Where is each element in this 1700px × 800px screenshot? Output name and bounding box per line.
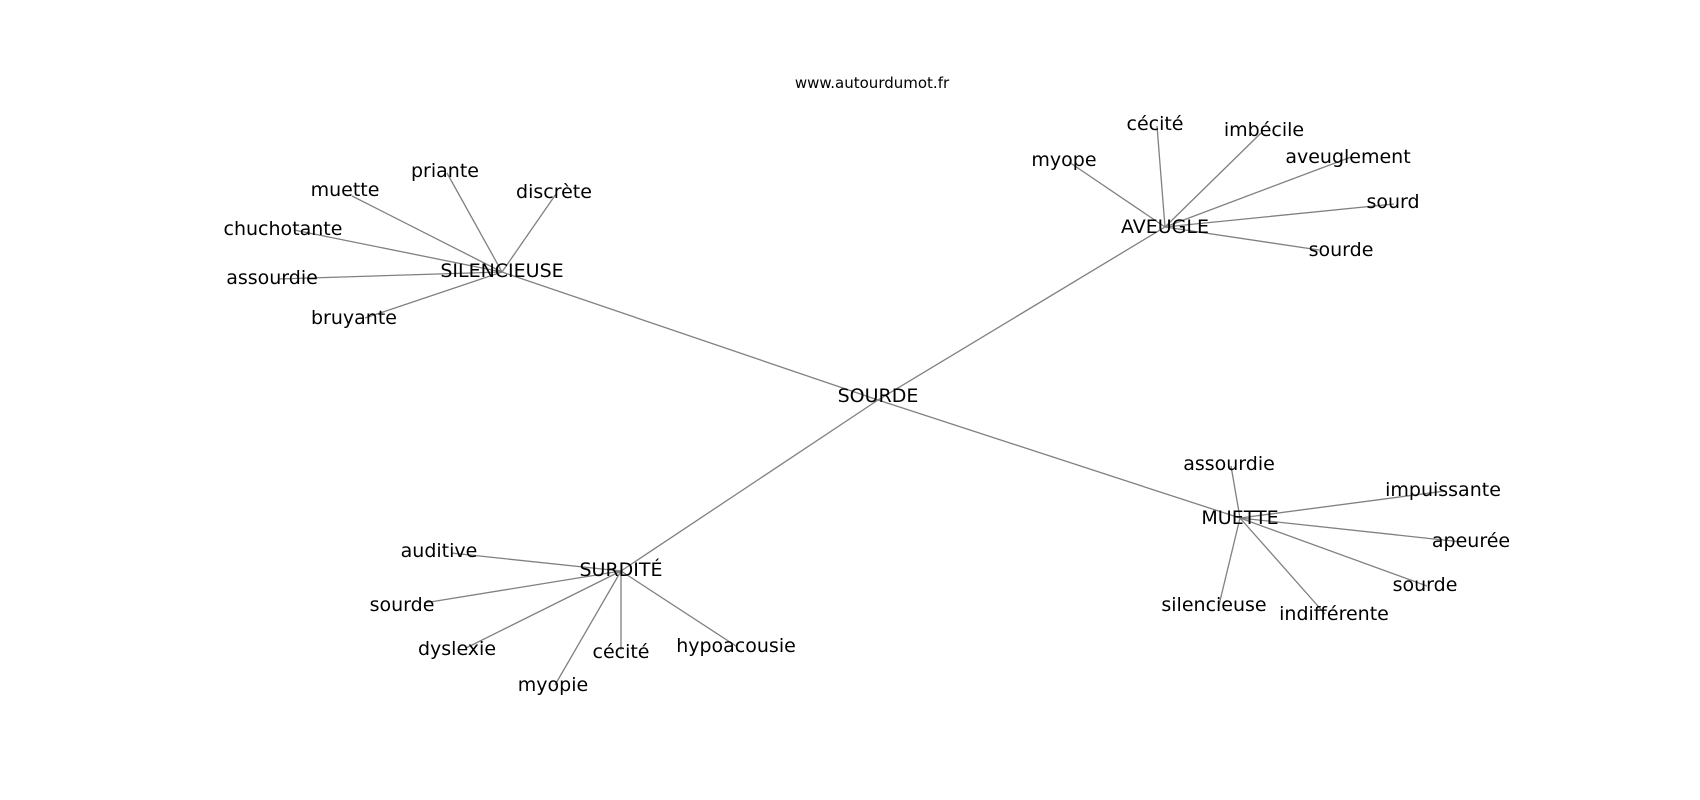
edge-0-leaf-2 — [501, 193, 557, 273]
leaf-node-label: muette — [311, 179, 380, 201]
edge-2-leaf-3 — [554, 570, 622, 686]
edge-2-leaf-5 — [620, 570, 737, 647]
center-node-label: SOURDE — [838, 385, 919, 407]
edge-2-leaf-1 — [423, 570, 622, 604]
edge-3-leaf-1 — [1239, 490, 1446, 519]
leaf-node-label: assourdie — [1183, 453, 1275, 475]
edge-center-to-aveugle — [877, 226, 1166, 401]
leaf-node-label: sourde — [370, 594, 435, 616]
cluster-node-label: SURDITÉ — [579, 558, 662, 581]
leaf-node-label: cécité — [1127, 113, 1184, 135]
leaf-node-label: assourdie — [226, 267, 318, 289]
edge-3-leaf-4 — [1239, 517, 1326, 615]
edge-center-to-surdité — [620, 399, 879, 572]
edge-0-leaf-5 — [364, 271, 503, 319]
edge-center-to-muette — [877, 399, 1241, 519]
edge-2-leaf-0 — [450, 552, 622, 572]
leaf-node-label: chuchotante — [224, 218, 343, 240]
edge-2-leaf-2 — [465, 570, 622, 649]
leaf-node-label: hypoacousie — [676, 635, 796, 657]
edge-1-leaf-2 — [1164, 132, 1262, 228]
edge-1-leaf-0 — [1068, 161, 1166, 228]
labels-layer: www.autourdumot.fr SOURDE SILENCIEUSE muet… — [224, 74, 1511, 696]
leaf-node-label: priante — [411, 160, 479, 182]
edges-layer — [277, 125, 1463, 686]
edge-0-leaf-1 — [446, 172, 503, 273]
cluster-node-label: MUETTE — [1201, 507, 1278, 529]
edge-3-leaf-2 — [1239, 517, 1463, 543]
edge-1-leaf-5 — [1164, 226, 1320, 251]
edge-3-leaf-0 — [1230, 465, 1241, 519]
edge-center-to-silencieuse — [501, 271, 879, 401]
edge-1-leaf-1 — [1156, 125, 1166, 228]
leaf-node-label: myope — [1031, 149, 1096, 171]
leaf-node-label: sourde — [1393, 574, 1458, 596]
source-watermark: www.autourdumot.fr — [795, 74, 950, 92]
leaf-node-label: impuissante — [1385, 479, 1501, 501]
leaf-node-label: dyslexie — [418, 638, 496, 660]
leaf-node-label: apeurée — [1432, 530, 1510, 552]
cluster-node-label: AVEUGLE — [1121, 216, 1209, 238]
leaf-node-label: sourde — [1309, 239, 1374, 261]
leaf-node-label: indifférente — [1279, 603, 1389, 625]
edge-3-leaf-3 — [1239, 517, 1428, 587]
leaf-node-label: sourd — [1366, 191, 1419, 213]
leaf-node-label: auditive — [401, 540, 478, 562]
edge-1-leaf-3 — [1164, 156, 1352, 228]
leaf-node-label: cécité — [593, 641, 650, 663]
leaf-node-label: aveuglement — [1285, 146, 1410, 168]
leaf-node-label: discrète — [516, 181, 592, 203]
edge-0-leaf-0 — [351, 195, 503, 273]
cluster-node-label: SILENCIEUSE — [440, 260, 563, 282]
edge-3-leaf-5 — [1218, 517, 1241, 606]
leaf-node-label: imbécile — [1224, 119, 1304, 141]
leaf-node-label: silencieuse — [1161, 594, 1266, 616]
leaf-node-label: bruyante — [311, 307, 397, 329]
leaf-node-label: myopie — [518, 674, 588, 696]
edge-0-leaf-4 — [277, 271, 503, 280]
edge-1-leaf-4 — [1164, 203, 1395, 228]
edge-0-leaf-3 — [293, 229, 503, 273]
